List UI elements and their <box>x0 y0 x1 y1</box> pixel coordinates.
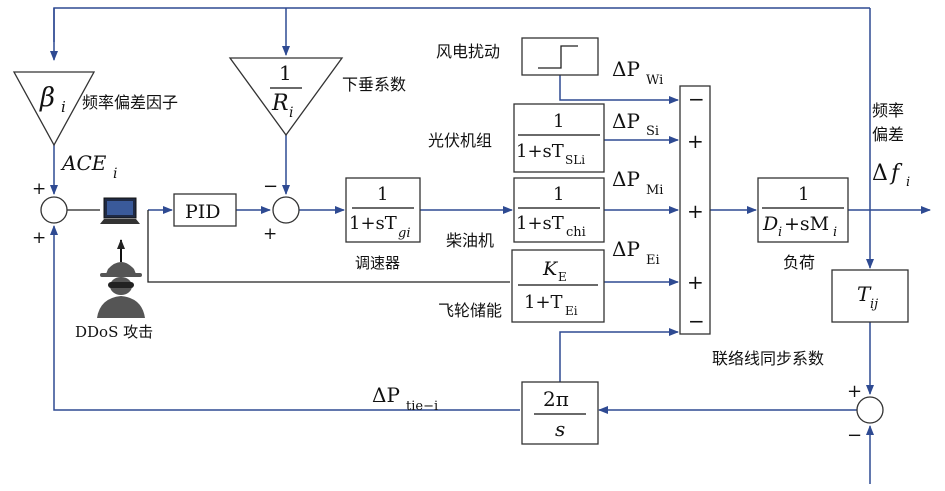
flywheel-caption: 飞轮储能 <box>438 301 502 320</box>
computer-icon <box>100 197 140 224</box>
load-block: 1 D i +sM i <box>757 177 849 243</box>
integrator-denominator: s <box>555 417 565 441</box>
load-numerator: 1 <box>798 184 809 205</box>
sum2-plus: + <box>263 224 277 244</box>
flywheel-numerator: K <box>542 258 559 280</box>
sum1-plus-bottom: + <box>32 228 46 248</box>
load-denominator-rest: +sM <box>784 213 829 235</box>
flywheel-block: K E 1+T Ei <box>511 249 605 323</box>
pv-caption: 光伏机组 <box>428 131 492 150</box>
beta-subscript: i <box>61 98 66 116</box>
diesel-subscript: chi <box>566 225 586 240</box>
sum-sign-4: − <box>688 309 705 333</box>
delta-f-f: f <box>889 161 903 186</box>
frequency-bias-block: β i <box>12 71 96 147</box>
delta-p-flywheel-subscript: Ei <box>646 253 660 268</box>
load-denominator-d: D <box>762 213 778 235</box>
governor-caption: 调速器 <box>355 254 400 272</box>
diesel-denominator: 1+sT <box>516 213 564 234</box>
delta-p-diesel-subscript: Mi <box>646 183 663 198</box>
tie-summing-junction <box>856 396 884 424</box>
delta-p-wind: ΔP <box>612 57 640 81</box>
pid-block <box>173 193 237 227</box>
wind-disturbance-caption: 风电扰动 <box>436 42 500 61</box>
governor-block: 1 1+sT gi <box>345 177 421 243</box>
tij-block <box>831 269 909 323</box>
pv-numerator: 1 <box>553 111 564 132</box>
beta-symbol: β <box>39 83 55 113</box>
sum-sign-2: + <box>687 199 704 223</box>
droop-numerator: 1 <box>279 61 292 85</box>
delta-p-wind-subscript: Wi <box>646 73 663 88</box>
sum-sign-3: + <box>687 270 704 294</box>
delta-p-pv-subscript: Si <box>646 124 659 139</box>
governor-subscript: gi <box>398 226 410 241</box>
ace-summing-junction <box>40 196 68 224</box>
power-summing-bar <box>679 85 711 335</box>
ace-label: ACE <box>60 151 107 175</box>
flywheel-denominator: 1+T <box>524 292 563 313</box>
delta-p-pv: ΔP <box>612 109 640 133</box>
pv-block: 1 1+sT SLi <box>513 103 605 173</box>
frequency-caption-2: 偏差 <box>872 125 904 144</box>
droop-block: 1 R i <box>228 57 344 137</box>
diesel-caption: 柴油机 <box>446 231 494 250</box>
integrator-numerator: 2π <box>543 387 569 411</box>
delta-p-flywheel: ΔP <box>612 237 640 261</box>
droop-caption: 下垂系数 <box>342 75 406 94</box>
flywheel-numerator-subscript: E <box>558 270 567 284</box>
sum2-minus: − <box>263 176 278 197</box>
sum3-plus: + <box>847 381 862 402</box>
load-denominator-d-subscript: i <box>778 225 782 240</box>
delta-f-symbol: Δ <box>872 161 888 186</box>
delta-p-tie-subscript: tie−i <box>406 399 438 414</box>
tij-subscript: ij <box>870 297 878 312</box>
droop-subscript: i <box>289 105 293 121</box>
sum1-plus-top: + <box>32 179 46 199</box>
droop-summing-junction <box>272 196 300 224</box>
droop-denominator: R <box>271 91 289 116</box>
integrator-block: 2π s <box>521 381 599 445</box>
delta-p-diesel: ΔP <box>612 167 640 191</box>
sum-sign-1: + <box>687 129 704 153</box>
frequency-bias-caption: 频率偏差因子 <box>82 93 178 112</box>
ddos-caption: DDoS 攻击 <box>75 323 153 341</box>
tij-label: T <box>857 282 872 306</box>
diesel-numerator: 1 <box>553 184 564 205</box>
flywheel-denominator-subscript: Ei <box>565 304 578 318</box>
load-caption: 负荷 <box>783 253 815 272</box>
sum3-minus: − <box>847 425 862 446</box>
governor-numerator: 1 <box>377 184 388 205</box>
governor-denominator: 1+sT <box>349 213 397 234</box>
sum-sign-0: − <box>688 87 705 111</box>
signal-wires <box>50 7 931 484</box>
delta-f-subscript: i <box>906 175 910 190</box>
load-denominator-m-subscript: i <box>833 225 837 240</box>
pv-subscript: SLi <box>565 153 585 167</box>
step-signal-icon <box>538 45 578 69</box>
wind-step-block <box>521 37 599 76</box>
hacker-icon <box>97 262 145 318</box>
delta-p-tie: ΔP <box>372 383 400 407</box>
diesel-block: 1 1+sT chi <box>513 177 605 243</box>
frequency-caption-1: 频率 <box>872 101 904 120</box>
pv-denominator: 1+sT <box>516 141 564 162</box>
pid-label: PID <box>185 201 221 223</box>
ace-subscript: i <box>113 166 117 182</box>
tie-coefficient-caption: 联络线同步系数 <box>712 349 824 368</box>
